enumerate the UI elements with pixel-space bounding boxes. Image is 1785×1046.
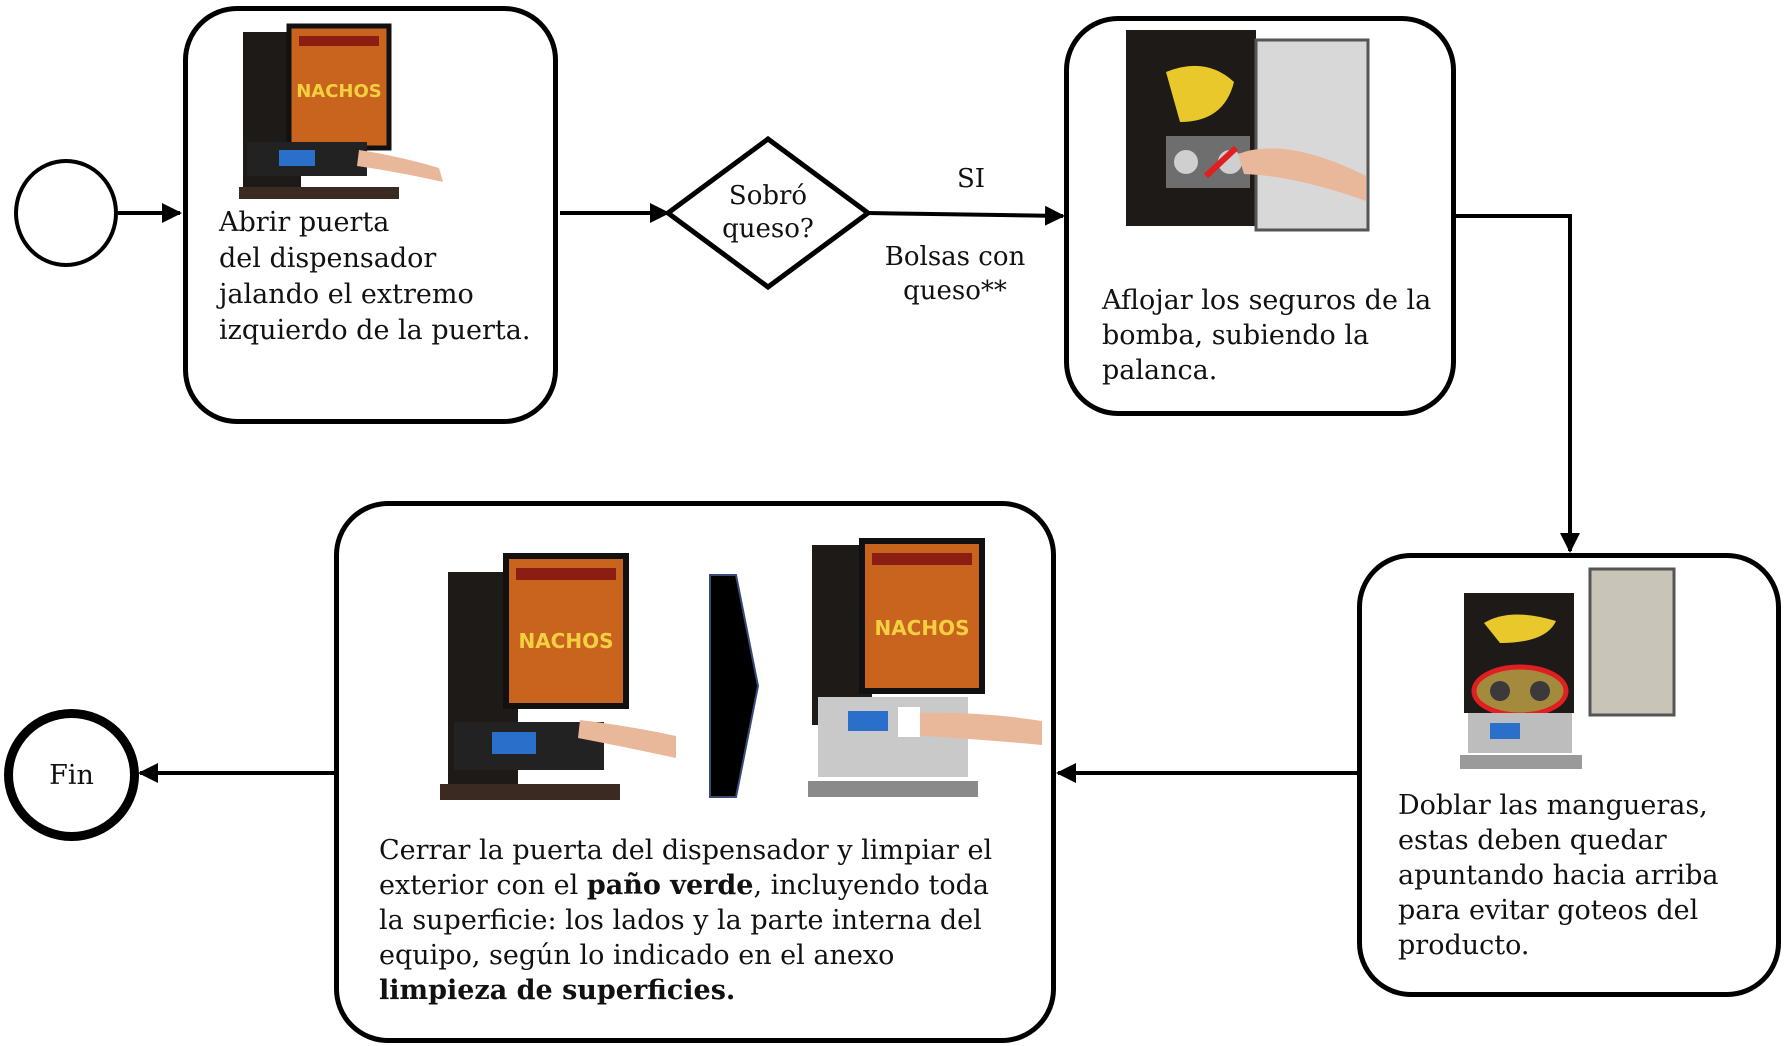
step4-text-part: , incluyendo toda la superficie: los lad…: [379, 870, 990, 971]
end-node: Fin: [4, 709, 139, 841]
step3-line: estas deben quedar: [1398, 825, 1667, 856]
step3-line: producto.: [1398, 930, 1530, 961]
sign-text: NACHOS: [518, 629, 613, 653]
start-node: [14, 159, 118, 267]
step3-line: para evitar goteos del: [1398, 895, 1699, 926]
step1-text: Abrir puerta del dispensador jalando el …: [219, 205, 530, 349]
decision-line: Sobró: [728, 181, 808, 211]
photo-loosen-pump: [1126, 26, 1380, 238]
step2-text: Aflojar los seguros de la bomba, subiend…: [1102, 283, 1431, 388]
decision-diamond: [663, 135, 873, 291]
arrow-step2-to-step3: [1456, 214, 1580, 553]
next-chevron: [709, 574, 760, 798]
step1-line: del dispensador: [219, 243, 437, 274]
photo-open-door: NACHOS: [239, 23, 443, 199]
sign-text: NACHOS: [296, 81, 382, 102]
step4-bold-annex: limpieza de superficies.: [379, 975, 736, 1006]
branch-note-line: Bolsas con: [884, 242, 1026, 272]
sign-text: NACHOS: [874, 616, 969, 640]
step4-text: Cerrar la puerta del dispensador y limpi…: [379, 833, 1019, 1008]
photo-door-closed: NACHOS: [808, 538, 1042, 797]
decision-text: Sobró queso?: [700, 180, 836, 246]
yes-label: SI: [956, 164, 986, 194]
step3-text: Doblar las mangueras, estas deben quedar…: [1398, 788, 1718, 963]
decision-line: queso?: [722, 214, 814, 244]
step4-text-part: Cerrar la puerta del dispensador y limpi…: [379, 835, 993, 901]
branch-note: Bolsas con queso**: [870, 240, 1040, 308]
photo-door-open: NACHOS: [440, 553, 676, 800]
step2-line: bomba, subiendo la: [1102, 320, 1370, 351]
step1-line: jalando el extremo: [219, 279, 474, 310]
arrow-decision-to-step2: [867, 205, 1065, 226]
step2-line: Aflojar los seguros de la: [1102, 285, 1432, 316]
end-label: Fin: [49, 759, 94, 791]
step1-line: izquierdo de la puerta.: [219, 315, 531, 346]
step1-line: Abrir puerta: [219, 207, 390, 238]
step3-line: Doblar las mangueras,: [1398, 790, 1708, 821]
step2-line: palanca.: [1102, 355, 1218, 386]
step3-line: apuntando hacia arriba: [1398, 860, 1719, 891]
step4-bold-cloth: paño verde: [586, 870, 754, 901]
photo-fold-hoses: [1460, 563, 1686, 785]
branch-note-line: queso**: [903, 276, 1007, 306]
